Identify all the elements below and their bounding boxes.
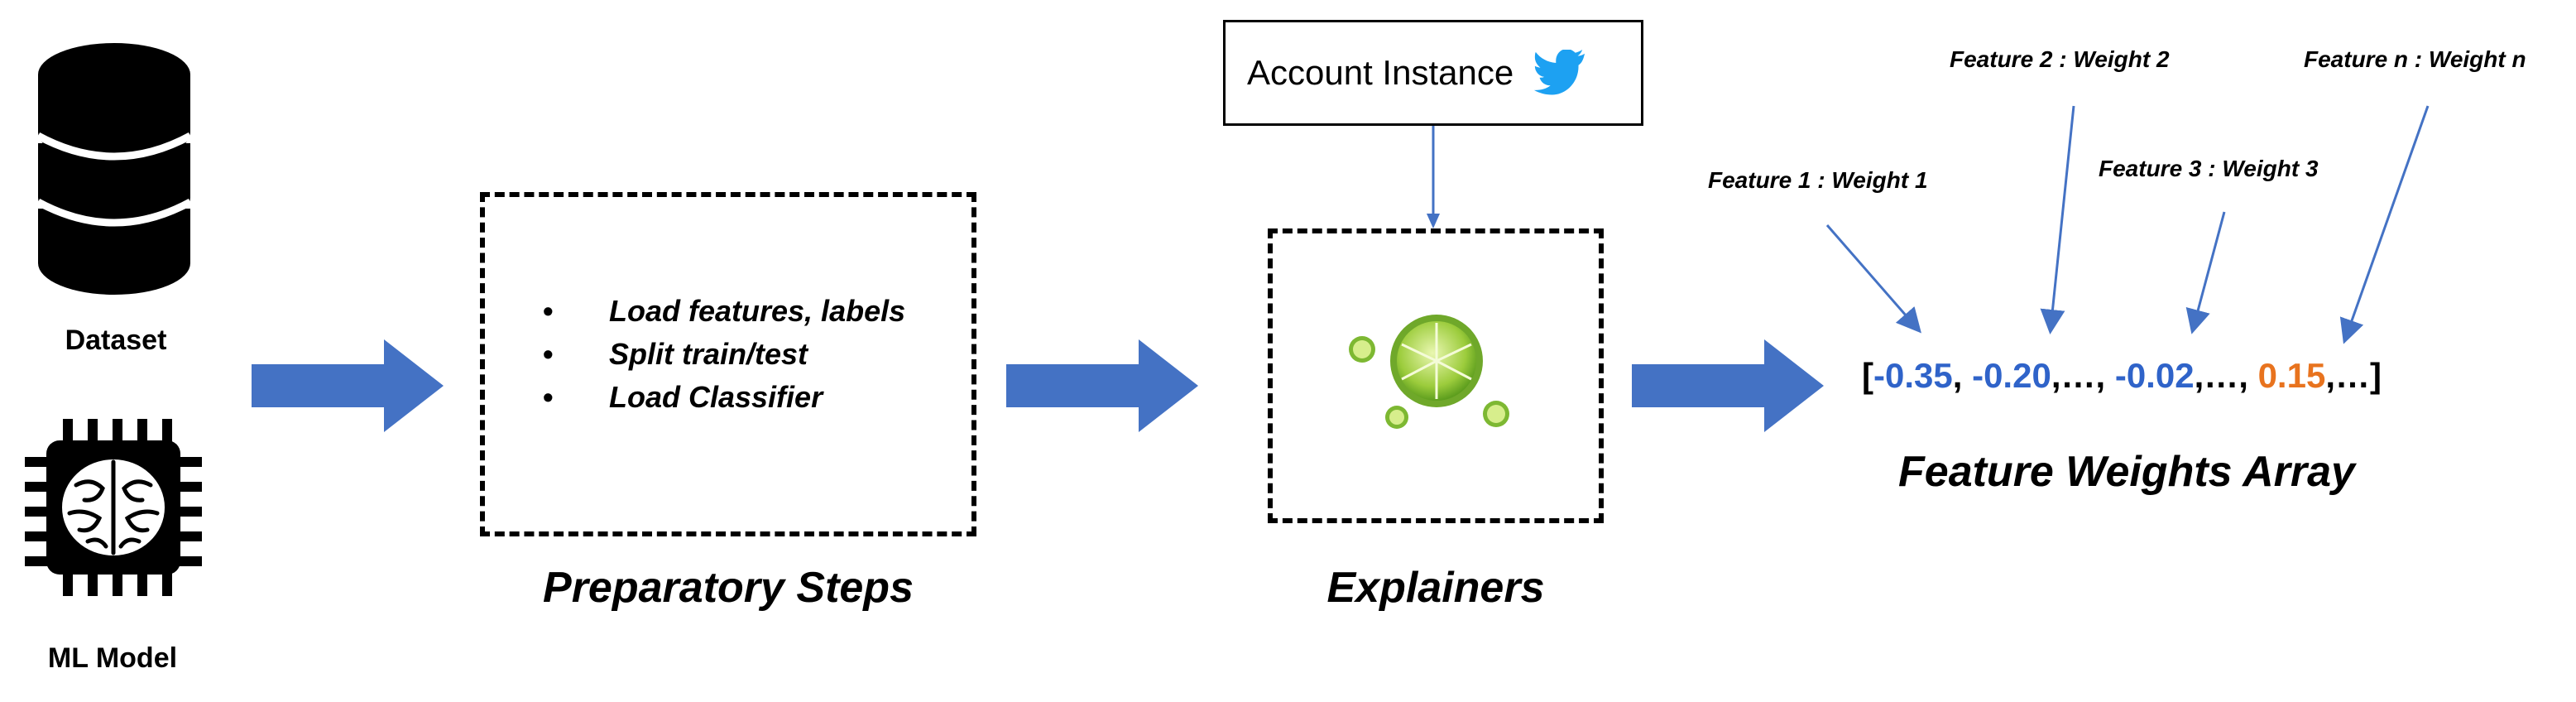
feature-1-label: Feature 1 : Weight 1 bbox=[1708, 167, 1928, 193]
flow-arrow-3 bbox=[1632, 339, 1824, 432]
account-instance-label: Account Instance bbox=[1247, 53, 1514, 92]
ml-model-label: ML Model bbox=[47, 642, 178, 674]
flow-arrow-2 bbox=[1006, 339, 1198, 432]
preparatory-steps-list: •Load features, labels •Split train/test… bbox=[543, 290, 905, 419]
dataset-label: Dataset bbox=[65, 325, 167, 356]
flow-arrow-1 bbox=[252, 339, 444, 432]
preparatory-steps-title: Preparatory Steps bbox=[543, 564, 914, 612]
ml-chip-brain-icon bbox=[25, 419, 202, 596]
account-instance-box: Account Instance bbox=[1223, 20, 1643, 126]
weight-value: -0.20 bbox=[1972, 356, 2051, 395]
lime-icon bbox=[1349, 315, 1509, 429]
feature-3-label: Feature 3 : Weight 3 bbox=[2099, 156, 2319, 181]
list-item: •Load Classifier bbox=[543, 380, 823, 414]
list-item: •Load features, labels bbox=[543, 294, 906, 328]
list-item: •Split train/test bbox=[543, 337, 808, 371]
explainers-box bbox=[1268, 228, 1604, 523]
explainers-title: Explainers bbox=[1326, 564, 1545, 612]
account-connector-arrow bbox=[1427, 126, 1440, 228]
feature-2-label: Feature 2 : Weight 2 bbox=[1950, 46, 2170, 72]
preparatory-steps-box: •Load features, labels •Split train/test… bbox=[480, 192, 976, 536]
weight-value: 0.15 bbox=[2257, 356, 2326, 395]
feature-n-label: Feature n : Weight n bbox=[2304, 46, 2526, 72]
twitter-bird-icon bbox=[1534, 50, 1585, 95]
database-icon bbox=[36, 43, 193, 295]
weight-value: -0.02 bbox=[2114, 356, 2195, 395]
feature-weights-title: Feature Weights Array bbox=[1898, 448, 2355, 496]
feature-weights-array: [-0.35, -0.20,…, -0.02,…, 0.15,…] bbox=[1862, 356, 2382, 395]
weight-value: -0.35 bbox=[1873, 356, 1953, 395]
